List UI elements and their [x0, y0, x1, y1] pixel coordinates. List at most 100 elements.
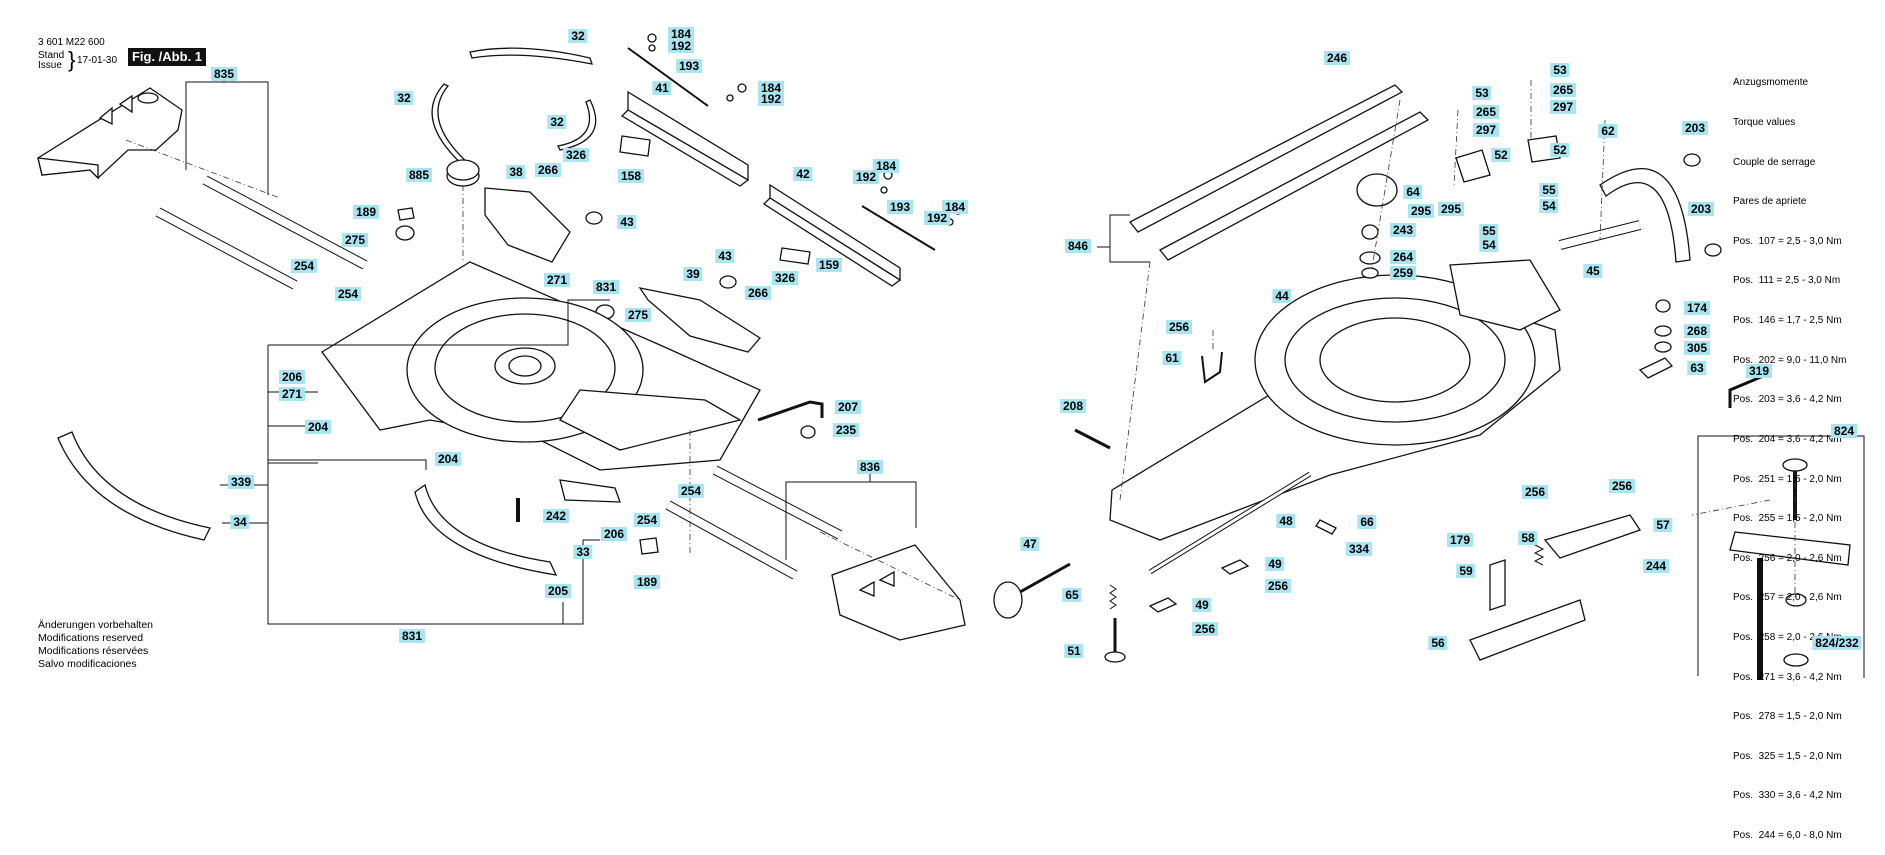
- callout-label[interactable]: 192: [667, 39, 695, 53]
- callout-label[interactable]: 53: [1550, 63, 1570, 77]
- callout-label[interactable]: 271: [278, 387, 306, 401]
- callout-label[interactable]: 55: [1479, 224, 1499, 238]
- callout-label[interactable]: 203: [1687, 202, 1715, 216]
- callout-label[interactable]: 246: [1323, 51, 1351, 65]
- callout-label[interactable]: 266: [534, 163, 562, 177]
- callout-label[interactable]: 159: [815, 258, 843, 272]
- callout-label[interactable]: 32: [568, 29, 588, 43]
- callout-label[interactable]: 264: [1389, 250, 1417, 264]
- callout-label[interactable]: 41: [652, 81, 672, 95]
- callout-label[interactable]: 66: [1357, 515, 1377, 529]
- callout-label[interactable]: 319: [1745, 364, 1773, 378]
- callout-label[interactable]: 57: [1653, 518, 1673, 532]
- callout-label[interactable]: 256: [1165, 320, 1193, 334]
- callout-label[interactable]: 48: [1276, 514, 1296, 528]
- callout-label[interactable]: 268: [1683, 324, 1711, 338]
- callout-label[interactable]: 42: [793, 167, 813, 181]
- callout-label[interactable]: 295: [1437, 202, 1465, 216]
- callout-label[interactable]: 184: [941, 200, 969, 214]
- callout-label[interactable]: 339: [227, 475, 255, 489]
- callout-label[interactable]: 34: [230, 515, 250, 529]
- callout-label[interactable]: 266: [744, 286, 772, 300]
- callout-label[interactable]: 256: [1608, 479, 1636, 493]
- callout-label[interactable]: 831: [398, 629, 426, 643]
- callout-label[interactable]: 56: [1428, 636, 1448, 650]
- callout-label[interactable]: 184: [872, 159, 900, 173]
- callout-label[interactable]: 254: [633, 513, 661, 527]
- callout-label[interactable]: 184: [757, 81, 785, 95]
- callout-label[interactable]: 38: [506, 165, 526, 179]
- callout-label[interactable]: 235: [832, 423, 860, 437]
- callout-label[interactable]: 824: [1830, 424, 1858, 438]
- callout-label[interactable]: 242: [542, 509, 570, 523]
- callout-label[interactable]: 275: [624, 308, 652, 322]
- callout-label[interactable]: 835: [210, 67, 238, 81]
- callout-label[interactable]: 192: [757, 92, 785, 106]
- callout-label[interactable]: 204: [434, 452, 462, 466]
- callout-label[interactable]: 275: [341, 233, 369, 247]
- callout-label[interactable]: 64: [1403, 185, 1423, 199]
- callout-label[interactable]: 243: [1389, 223, 1417, 237]
- callout-label[interactable]: 254: [290, 259, 318, 273]
- callout-label[interactable]: 206: [600, 527, 628, 541]
- callout-label[interactable]: 189: [352, 205, 380, 219]
- callout-label[interactable]: 254: [334, 287, 362, 301]
- callout-label[interactable]: 297: [1472, 123, 1500, 137]
- callout-label[interactable]: 53: [1472, 86, 1492, 100]
- callout-label[interactable]: 204: [304, 420, 332, 434]
- callout-label[interactable]: 54: [1539, 199, 1559, 213]
- callout-label[interactable]: 265: [1472, 105, 1500, 119]
- callout-label[interactable]: 192: [923, 211, 951, 225]
- callout-label[interactable]: 32: [547, 115, 567, 129]
- callout-label[interactable]: 158: [617, 169, 645, 183]
- callout-label[interactable]: 208: [1059, 399, 1087, 413]
- callout-label[interactable]: 47: [1020, 537, 1040, 551]
- callout-label[interactable]: 59: [1456, 564, 1476, 578]
- callout-label[interactable]: 33: [573, 545, 593, 559]
- callout-label[interactable]: 831: [592, 280, 620, 294]
- callout-label[interactable]: 256: [1264, 579, 1292, 593]
- callout-label[interactable]: 43: [715, 249, 735, 263]
- callout-label[interactable]: 61: [1162, 351, 1182, 365]
- callout-label[interactable]: 824/232: [1812, 636, 1862, 650]
- callout-label[interactable]: 51: [1064, 644, 1084, 658]
- callout-label[interactable]: 43: [617, 215, 637, 229]
- callout-label[interactable]: 39: [683, 267, 703, 281]
- callout-label[interactable]: 55: [1539, 183, 1559, 197]
- callout-label[interactable]: 52: [1550, 143, 1570, 157]
- callout-label[interactable]: 207: [834, 400, 862, 414]
- callout-label[interactable]: 174: [1683, 301, 1711, 315]
- callout-label[interactable]: 65: [1062, 588, 1082, 602]
- callout-label[interactable]: 205: [544, 584, 572, 598]
- callout-label[interactable]: 256: [1521, 485, 1549, 499]
- callout-label[interactable]: 326: [771, 271, 799, 285]
- callout-label[interactable]: 179: [1446, 533, 1474, 547]
- callout-label[interactable]: 244: [1642, 559, 1670, 573]
- callout-label[interactable]: 193: [675, 59, 703, 73]
- callout-label[interactable]: 326: [562, 148, 590, 162]
- callout-label[interactable]: 52: [1491, 148, 1511, 162]
- callout-label[interactable]: 305: [1683, 341, 1711, 355]
- callout-label[interactable]: 58: [1518, 531, 1538, 545]
- callout-label[interactable]: 189: [633, 575, 661, 589]
- callout-label[interactable]: 295: [1407, 204, 1435, 218]
- callout-label[interactable]: 836: [856, 460, 884, 474]
- callout-label[interactable]: 49: [1192, 598, 1212, 612]
- callout-label[interactable]: 54: [1479, 238, 1499, 252]
- callout-label[interactable]: 49: [1265, 557, 1285, 571]
- callout-label[interactable]: 334: [1345, 542, 1373, 556]
- callout-label[interactable]: 193: [886, 200, 914, 214]
- callout-label[interactable]: 846: [1064, 239, 1092, 253]
- callout-label[interactable]: 265: [1549, 83, 1577, 97]
- callout-label[interactable]: 192: [852, 170, 880, 184]
- callout-label[interactable]: 297: [1549, 100, 1577, 114]
- callout-label[interactable]: 206: [278, 370, 306, 384]
- callout-label[interactable]: 63: [1687, 361, 1707, 375]
- callout-label[interactable]: 254: [677, 484, 705, 498]
- callout-label[interactable]: 45: [1583, 264, 1603, 278]
- callout-label[interactable]: 271: [543, 273, 571, 287]
- callout-label[interactable]: 203: [1681, 121, 1709, 135]
- callout-label[interactable]: 44: [1272, 289, 1292, 303]
- callout-label[interactable]: 184: [667, 27, 695, 41]
- callout-label[interactable]: 62: [1598, 124, 1618, 138]
